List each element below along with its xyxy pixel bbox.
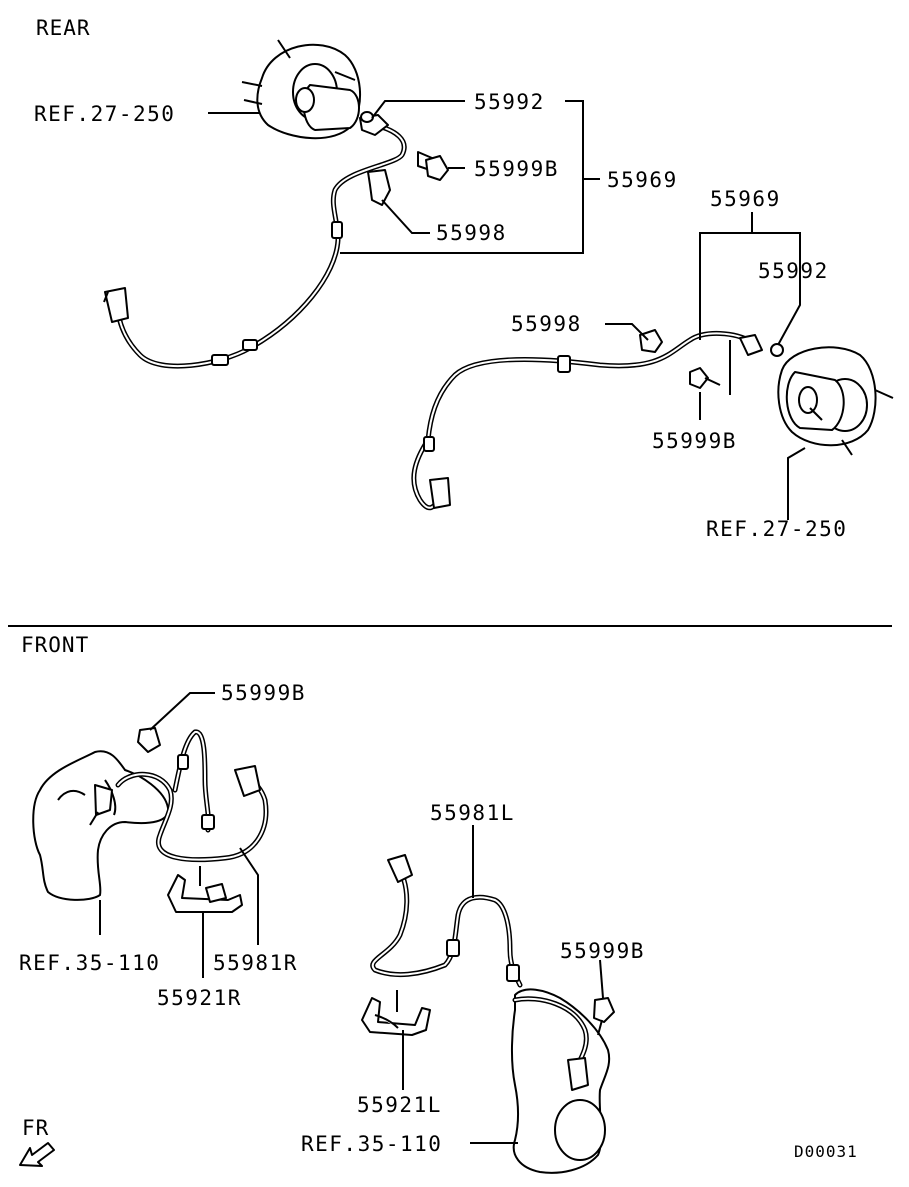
label-rear-right-bolt: 55999B bbox=[652, 429, 737, 453]
diagram-code: D00031 bbox=[794, 1142, 858, 1161]
label-rear-right-clip: 55998 bbox=[511, 312, 582, 336]
label-rear-left-clip: 55998 bbox=[436, 221, 507, 245]
label-rear-left-bolt: 55999B bbox=[474, 157, 559, 181]
front-left-leaders bbox=[396, 825, 604, 1144]
label-front-right-bolt: 55999B bbox=[221, 681, 306, 705]
label-rear-right-ref: REF.27-250 bbox=[706, 517, 847, 541]
front-right-leaders bbox=[99, 692, 259, 978]
label-front-left-bracket: 55921L bbox=[357, 1093, 442, 1117]
front-right-assembly-drawing bbox=[32, 727, 269, 913]
label-front-left-ref: REF.35-110 bbox=[301, 1132, 442, 1156]
label-front-right-sensor: 55981R bbox=[213, 951, 298, 975]
label-front-right-bracket: 55921R bbox=[157, 986, 242, 1010]
section-title-rear: REAR bbox=[36, 16, 91, 40]
label-rear-left-washer: 55992 bbox=[474, 90, 545, 114]
label-rear-left-harness: 55969 bbox=[607, 168, 678, 192]
front-direction-arrow-icon bbox=[19, 1142, 55, 1167]
label-rear-right-washer: 55992 bbox=[758, 259, 829, 283]
label-front-left-bolt: 55999B bbox=[560, 939, 645, 963]
section-title-front: FRONT bbox=[21, 633, 89, 657]
direction-label: FR bbox=[22, 1116, 49, 1140]
label-rear-left-ref: REF.27-250 bbox=[34, 102, 175, 126]
rear-left-leaders bbox=[208, 100, 600, 254]
rear-left-harness-drawing bbox=[103, 111, 449, 369]
label-rear-right-harness: 55969 bbox=[710, 187, 781, 211]
rear-right-leaders bbox=[605, 212, 806, 520]
rear-right-harness-drawing bbox=[411, 329, 763, 511]
front-left-assembly-drawing bbox=[361, 854, 615, 1174]
label-front-right-ref: REF.35-110 bbox=[19, 951, 160, 975]
label-front-left-sensor: 55981L bbox=[430, 801, 515, 825]
rear-right-hub-drawing bbox=[770, 343, 894, 456]
rear-left-hub-drawing bbox=[241, 39, 362, 140]
